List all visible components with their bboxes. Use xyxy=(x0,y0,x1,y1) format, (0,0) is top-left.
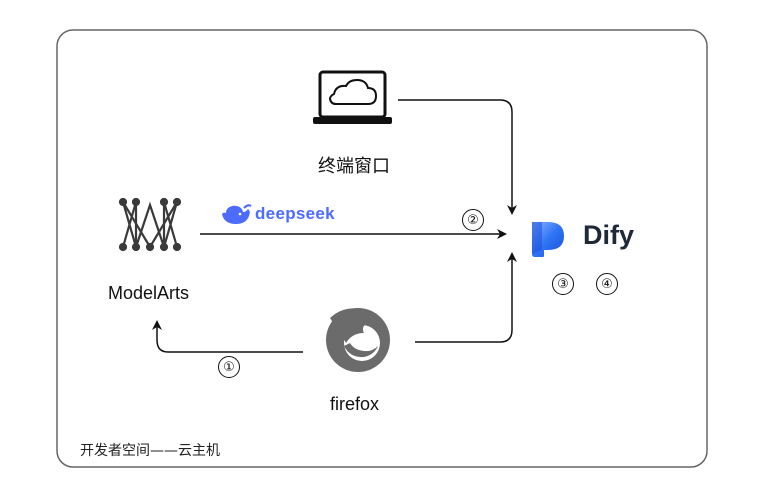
edge-firefox-to-modelarts xyxy=(152,320,303,353)
container-caption: 开发者空间——云主机 xyxy=(80,443,220,459)
edge-firefox-to-dify xyxy=(415,252,517,343)
dify-logo-icon xyxy=(532,222,564,257)
terminal-label: 终端窗口 xyxy=(318,156,390,177)
laptop-cloud-icon xyxy=(313,70,392,124)
modelarts-logo-icon xyxy=(118,197,182,252)
step-marker-3: ③ xyxy=(552,273,574,295)
dify-label: Dify xyxy=(583,220,635,250)
step-marker-4: ④ xyxy=(596,273,618,295)
modelarts-label: ModelArts xyxy=(108,283,190,303)
deepseek-label: deepseek xyxy=(255,204,335,223)
deepseek-whale-icon xyxy=(222,204,252,224)
step-marker-2: ② xyxy=(462,209,484,231)
container-box xyxy=(56,29,708,468)
step-marker-1: ① xyxy=(218,356,240,378)
firefox-label: firefox xyxy=(330,394,380,414)
edge-terminal-to-dify xyxy=(398,99,517,215)
firefox-logo-icon xyxy=(326,308,390,372)
